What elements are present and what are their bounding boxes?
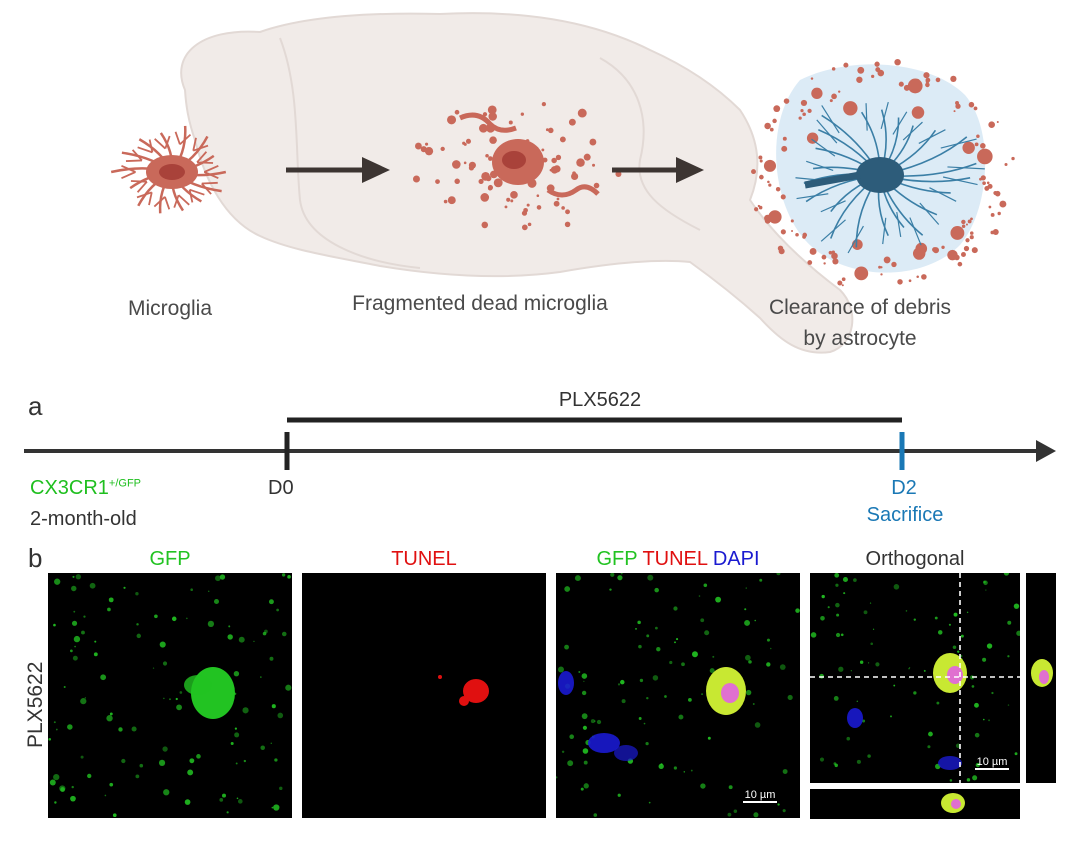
schematic-illustration xyxy=(110,12,1015,354)
label-clearance-line2: by astrocyte xyxy=(803,327,917,350)
scale-bar-orthogonal-label: 10 µm xyxy=(976,756,1008,768)
merge-dapi-label: DAPI xyxy=(712,548,760,570)
column-title-merge: GFP TUNEL DAPI xyxy=(556,548,800,571)
scale-bar-orthogonal: 10 µm xyxy=(970,756,1014,770)
d0-label: D0 xyxy=(268,477,294,499)
merge-tunel-label: TUNEL xyxy=(642,548,708,570)
scale-bar-merge-line xyxy=(743,801,777,803)
mouse-line-text: CX3CR1 xyxy=(30,477,109,499)
fragmented-microglia-icon xyxy=(412,102,622,231)
row-label: PLX5622 xyxy=(24,661,47,748)
age-label: 2-month-old xyxy=(30,508,137,530)
label-clearance-line1: Clearance of debris xyxy=(768,296,952,319)
d2-label: D2 xyxy=(891,477,917,499)
column-title-tunel: TUNEL xyxy=(391,548,457,570)
arrow-icon xyxy=(286,157,390,183)
micrograph-orthogonal-yz xyxy=(1026,573,1056,783)
microglia-icon xyxy=(110,125,227,214)
label-fragmented-microglia: Fragmented dead microglia xyxy=(352,292,608,315)
column-title-orthogonal: Orthogonal xyxy=(865,548,965,570)
mouse-line-label: CX3CR1+/GFP xyxy=(30,477,141,500)
drug-label: PLX5622 xyxy=(558,389,642,411)
scale-bar-orthogonal-line xyxy=(975,768,1009,770)
timeline-arrowhead xyxy=(1036,440,1056,462)
micrograph-orthogonal-xz xyxy=(810,789,1020,819)
column-title-gfp: GFP xyxy=(149,548,191,570)
micrograph-tunel xyxy=(302,573,546,818)
astrocyte-icon xyxy=(751,58,1015,287)
scale-bar-merge-label: 10 µm xyxy=(744,789,776,801)
mouse-line-genotype: +/GFP xyxy=(108,477,142,490)
arrow-icon xyxy=(612,157,704,183)
scale-bar-merge: 10 µm xyxy=(738,789,782,803)
panel-letter-b: b xyxy=(28,543,43,573)
micrograph-orthogonal-xy: 10 µm xyxy=(810,573,1020,783)
label-microglia: Microglia xyxy=(127,297,213,320)
micrograph-merge: 10 µm xyxy=(556,573,800,818)
micrograph-gfp xyxy=(48,573,292,818)
merge-gfp-label: GFP xyxy=(596,548,638,570)
sacrifice-label: Sacrifice xyxy=(866,504,944,526)
panel-letter-a: a xyxy=(28,391,43,421)
timeline xyxy=(24,417,1056,470)
